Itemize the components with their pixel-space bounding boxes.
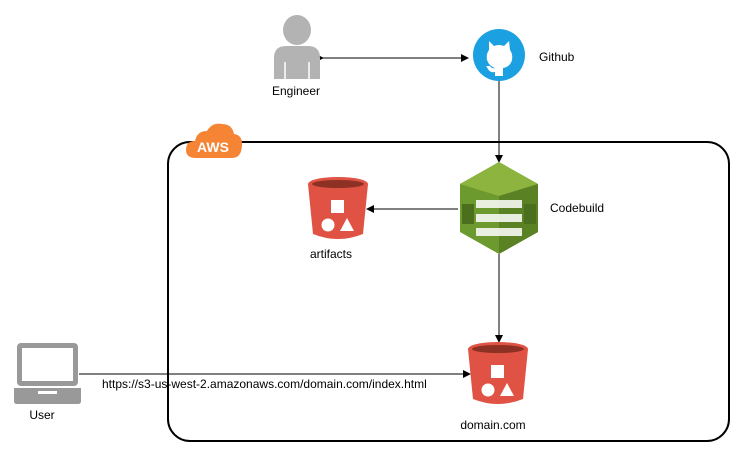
github-label: Github [539, 50, 575, 64]
s3-bucket-icon [468, 342, 528, 404]
aws-group-boundary [167, 141, 730, 442]
laptop-icon [14, 343, 81, 404]
user-icon [274, 15, 320, 79]
edge-user-domain-label: https://s3-us-west-2.amazonaws.com/domai… [102, 377, 427, 391]
engineer-node: Engineer [272, 15, 320, 98]
user-node: User [14, 343, 81, 422]
artifacts-node: artifacts [308, 177, 368, 261]
codebuild-icon [460, 162, 538, 254]
edges [79, 54, 503, 378]
domain-node: domain.com [460, 342, 528, 432]
s3-bucket-icon [308, 177, 368, 239]
github-icon [473, 29, 525, 81]
codebuild-node: Codebuild [460, 162, 604, 254]
codebuild-label: Codebuild [550, 201, 604, 215]
user-label: User [29, 408, 54, 422]
engineer-label: Engineer [272, 84, 320, 98]
aws-group-label: AWS [197, 139, 229, 155]
artifacts-label: artifacts [310, 247, 352, 261]
aws-cloud-icon: AWS [186, 123, 242, 158]
github-node: Github [473, 29, 575, 81]
domain-label: domain.com [460, 418, 525, 432]
